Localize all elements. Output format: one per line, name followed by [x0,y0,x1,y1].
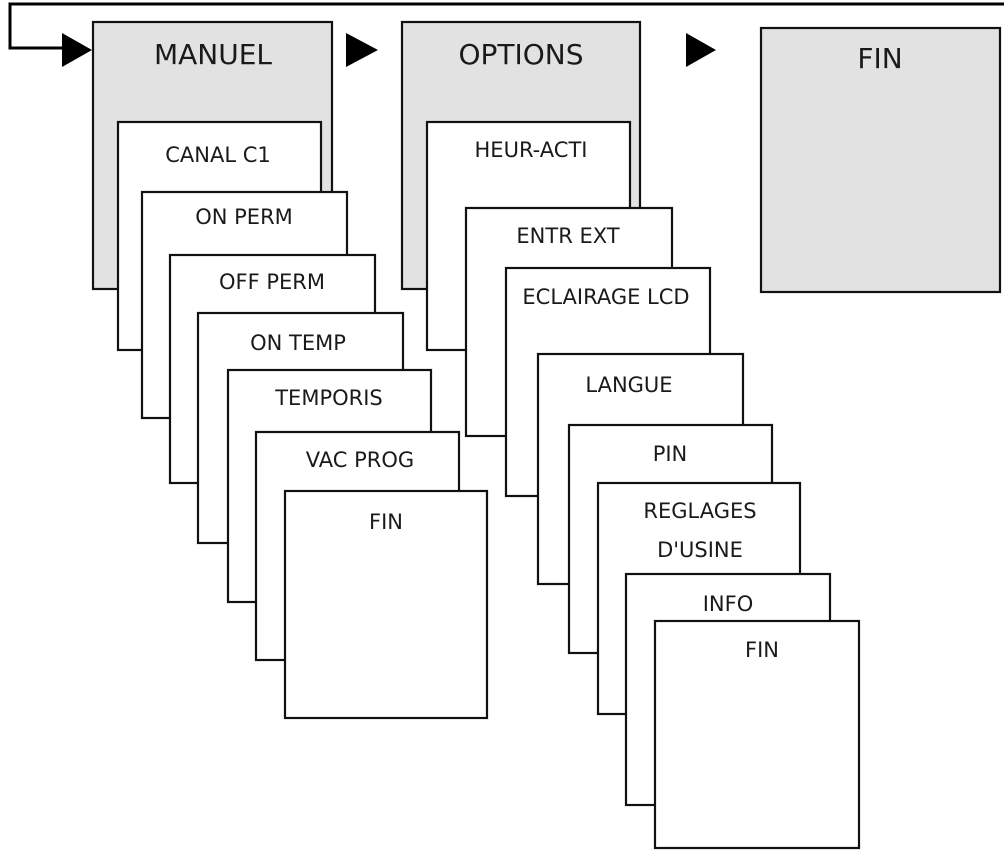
options-item-langue-label: LANGUE [585,373,672,397]
options-item-reglages-label-line2: D'USINE [657,538,743,562]
options-item-reglages-label-line1: REGLAGES [643,499,756,523]
manuel-item-off-perm-label: OFF PERM [219,270,325,294]
manuel-stack: MANUEL CANAL C1 ON PERM OFF PERM ON TEMP… [91,20,489,720]
manuel-item-fin-card[interactable] [283,489,489,720]
options-item-eclairage-lcd-label: ECLAIRAGE LCD [522,285,689,309]
manuel-title: MANUEL [154,38,272,71]
manuel-item-canal-c1-label: CANAL C1 [165,143,271,167]
manuel-item-on-temp-label: ON TEMP [250,331,346,355]
arrow-to-fin-icon [686,33,716,67]
arrow-to-options-icon [346,33,378,67]
options-item-fin-card[interactable] [653,619,861,850]
loop-back-line [8,2,1004,50]
manuel-item-on-perm-label: ON PERM [195,205,293,229]
options-item-entr-ext-label: ENTR EXT [516,224,619,248]
options-title: OPTIONS [458,38,583,71]
arrow-to-manuel-icon [62,33,92,67]
options-item-fin-label: FIN [745,638,779,662]
fin-stack: FIN [759,26,1002,294]
fin-title: FIN [857,42,902,75]
fin-card[interactable] [759,26,1002,294]
manuel-item-fin-label: FIN [369,510,403,534]
manuel-item-vac-prog-label: VAC PROG [306,448,414,472]
options-item-pin-label: PIN [653,442,688,466]
manuel-item-temporis-label: TEMPORIS [274,386,383,410]
options-stack: OPTIONS HEUR-ACTI ENTR EXT ECLAIRAGE LCD… [400,20,861,850]
options-item-info-label: INFO [703,592,754,616]
options-item-heur-acti-label: HEUR-ACTI [475,138,588,162]
